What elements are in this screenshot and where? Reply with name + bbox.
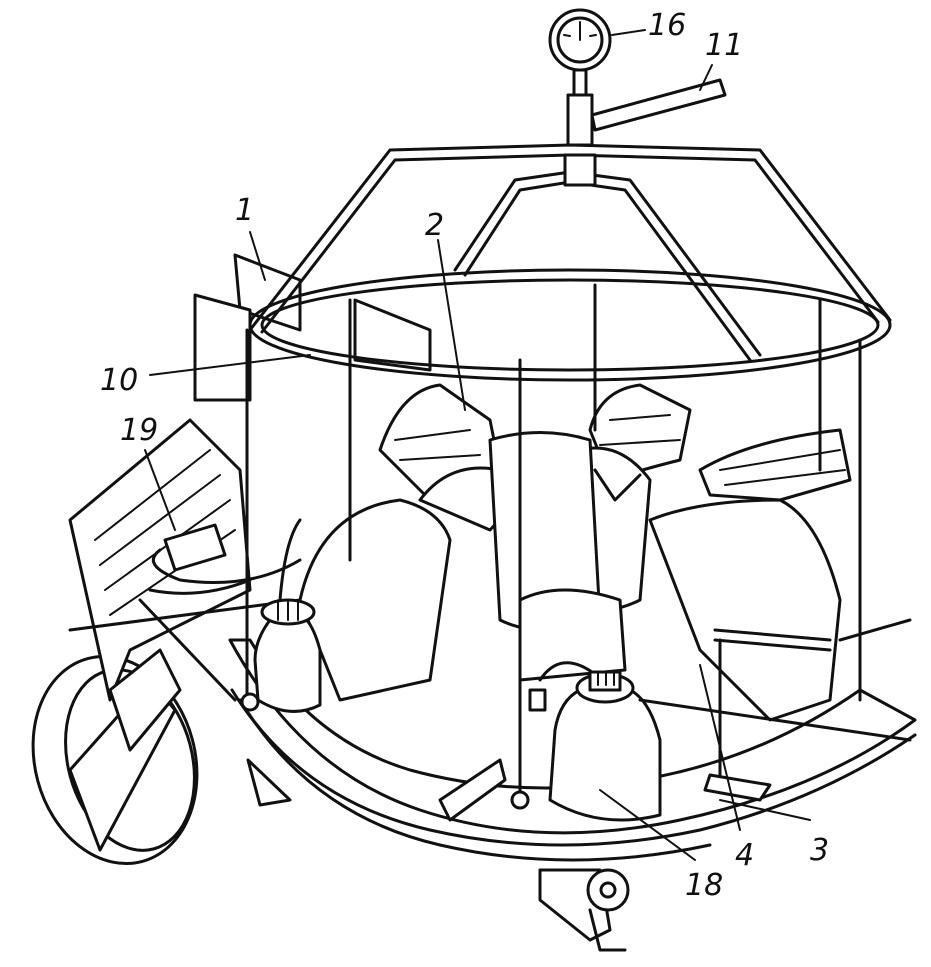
milk-jar-rear bbox=[253, 518, 322, 713]
label-18: 18 bbox=[685, 868, 723, 903]
label-19: 19 bbox=[120, 413, 158, 448]
floor-brackets bbox=[438, 688, 547, 822]
label-16: 16 bbox=[648, 8, 686, 43]
leader-lines bbox=[144, 29, 811, 861]
label-3: 3 bbox=[810, 833, 829, 868]
left-panel bbox=[68, 418, 302, 752]
pulsator-19 bbox=[148, 523, 302, 595]
label-2: 2 bbox=[425, 208, 444, 243]
label-4: 4 bbox=[735, 838, 754, 873]
back-plates bbox=[193, 253, 432, 402]
vertical-poles bbox=[240, 283, 862, 810]
label-10: 10 bbox=[100, 363, 138, 398]
right-rails bbox=[638, 618, 912, 802]
central-pedestal bbox=[488, 431, 627, 682]
label-1: 1 bbox=[235, 193, 254, 228]
reference-labels: 16 11 1 2 10 19 3 4 18 bbox=[100, 8, 829, 903]
gauge-mast bbox=[548, 8, 727, 187]
label-11: 11 bbox=[705, 28, 743, 63]
milk-jar-18 bbox=[538, 661, 662, 822]
